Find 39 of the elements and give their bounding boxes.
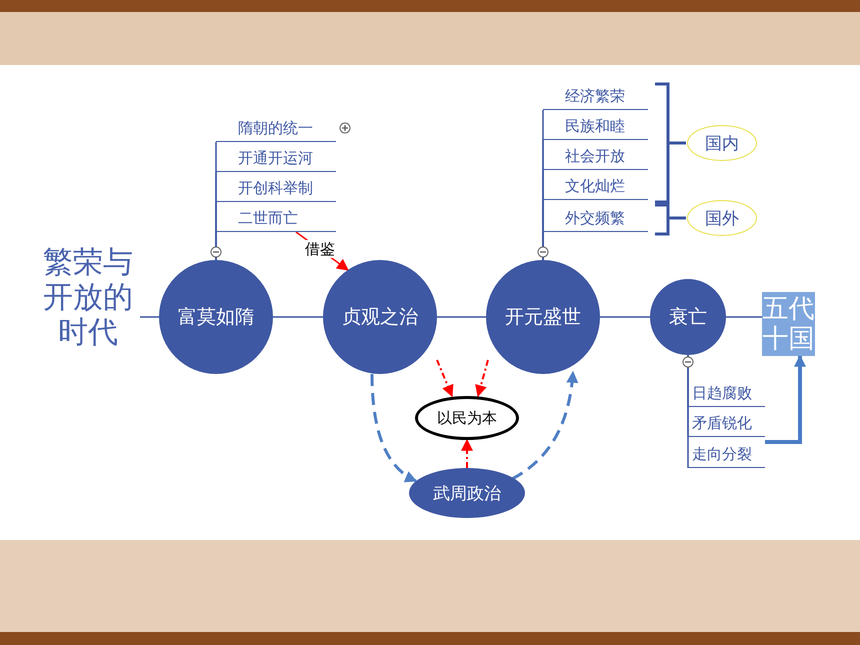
connector-line — [215, 232, 217, 260]
list-item: 走向分裂 — [688, 442, 765, 468]
list-item: 民族和睦 — [543, 114, 648, 140]
list-item: 社会开放 — [543, 144, 648, 170]
node-text: 以民为本 — [437, 408, 497, 428]
arrow — [370, 374, 418, 482]
topic-text: 繁荣与开放的时代 — [36, 245, 140, 350]
node-text: 国外 — [705, 208, 739, 230]
category-oval — [687, 200, 757, 236]
category-oval — [687, 125, 757, 161]
node-text: 富莫如隋 — [178, 305, 254, 330]
edge-label: 借鉴 — [303, 240, 337, 258]
list-item: 隋朝的统一 — [216, 116, 336, 142]
arrow — [475, 360, 489, 398]
list-item: 外交频繁 — [543, 206, 648, 232]
connector-line — [542, 232, 544, 260]
arrow — [511, 370, 578, 480]
arrow — [765, 354, 806, 444]
node-text: 贞观之治 — [342, 305, 418, 330]
arrow — [461, 438, 473, 468]
node-text: 五代十国 — [762, 294, 815, 354]
connector-line — [140, 316, 159, 318]
node-text: 衰亡 — [669, 305, 707, 330]
connector-line — [437, 316, 486, 318]
list-item: 经济繁荣 — [543, 84, 648, 110]
list-item: 日趋腐败 — [688, 381, 765, 407]
list-item: 矛盾锐化 — [688, 411, 765, 437]
connector-line — [726, 316, 762, 318]
node-text: 开元盛世 — [505, 305, 581, 330]
list-item: 开创科举制 — [216, 176, 336, 202]
list-item: 二世而亡 — [216, 206, 336, 232]
connector-line — [273, 316, 323, 318]
node-text: 武周政治 — [433, 482, 501, 504]
node-text: 国内 — [705, 132, 739, 154]
arrow — [436, 360, 454, 398]
list-item: 文化灿烂 — [543, 174, 648, 200]
connector-line — [687, 355, 689, 468]
list-item: 开通开运河 — [216, 146, 336, 172]
connector-line — [600, 316, 650, 318]
